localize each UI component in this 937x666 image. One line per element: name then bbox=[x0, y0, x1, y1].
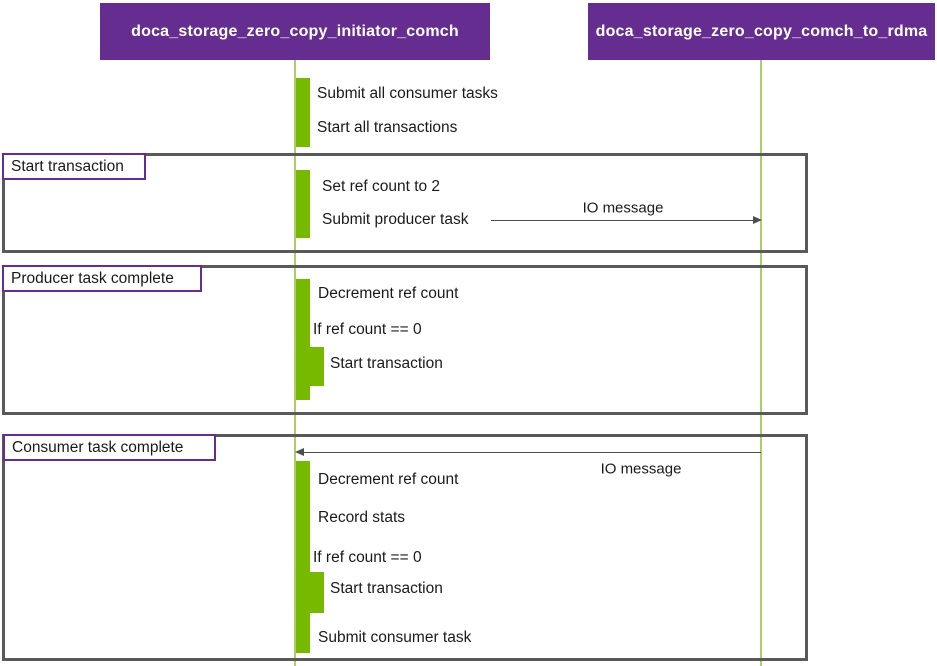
frame-consumer-task-complete bbox=[2, 434, 808, 661]
participant-initiator-comch: doca_storage_zero_copy_initiator_comch bbox=[100, 3, 490, 60]
lifeline-comch-to-rdma bbox=[760, 60, 762, 666]
step-start-transaction-2: Start transaction bbox=[330, 580, 443, 597]
step-set-ref-count: Set ref count to 2 bbox=[322, 178, 441, 195]
lifeline-initiator-comch bbox=[294, 60, 296, 666]
activation-bar-producer-complete bbox=[296, 279, 310, 400]
frame-producer-task-complete bbox=[2, 265, 808, 415]
step-if-ref-count-1: If ref count == 0 bbox=[313, 321, 422, 338]
activation-bar-consumer-complete bbox=[296, 461, 310, 653]
io-message-arrow-right bbox=[491, 215, 762, 224]
activation-bar-consumer-nested bbox=[310, 572, 324, 613]
step-record-stats: Record stats bbox=[318, 509, 406, 526]
arrowhead-left-icon bbox=[295, 447, 304, 456]
step-start-transaction-1: Start transaction bbox=[330, 355, 443, 372]
io-message-label-2: IO message bbox=[600, 460, 682, 478]
activation-bar-intro bbox=[296, 78, 310, 147]
io-message-label-1: IO message bbox=[582, 199, 664, 217]
frame-consumer-task-complete-title: Consumer task complete bbox=[12, 438, 184, 456]
step-submit-producer-task: Submit producer task bbox=[322, 211, 469, 228]
frame-start-transaction bbox=[2, 153, 808, 253]
frame-producer-task-complete-label-box: Producer task complete bbox=[2, 265, 202, 292]
step-start-all-transactions: Start all transactions bbox=[317, 119, 458, 136]
participant-comch-to-rdma-label: doca_storage_zero_copy_comch_to_rdma bbox=[595, 22, 928, 40]
step-if-ref-count-2: If ref count == 0 bbox=[313, 549, 422, 566]
step-decrement-ref-count-1: Decrement ref count bbox=[318, 285, 459, 302]
arrowhead-right-icon bbox=[753, 215, 762, 224]
io-message-arrow-left bbox=[295, 447, 761, 456]
activation-bar-producer-nested bbox=[310, 347, 324, 386]
participant-comch-to-rdma: doca_storage_zero_copy_comch_to_rdma bbox=[588, 3, 935, 60]
frame-start-transaction-title: Start transaction bbox=[11, 157, 124, 175]
frame-consumer-task-complete-label-box: Consumer task complete bbox=[3, 434, 216, 461]
frame-start-transaction-label-box: Start transaction bbox=[2, 153, 146, 180]
step-submit-consumer-task: Submit consumer task bbox=[318, 629, 472, 646]
participant-initiator-comch-label: doca_storage_zero_copy_initiator_comch bbox=[131, 22, 459, 40]
step-submit-all-consumer-tasks: Submit all consumer tasks bbox=[317, 85, 498, 102]
step-decrement-ref-count-2: Decrement ref count bbox=[318, 471, 459, 488]
activation-bar-start-transaction bbox=[296, 170, 310, 238]
frame-producer-task-complete-title: Producer task complete bbox=[11, 269, 174, 287]
